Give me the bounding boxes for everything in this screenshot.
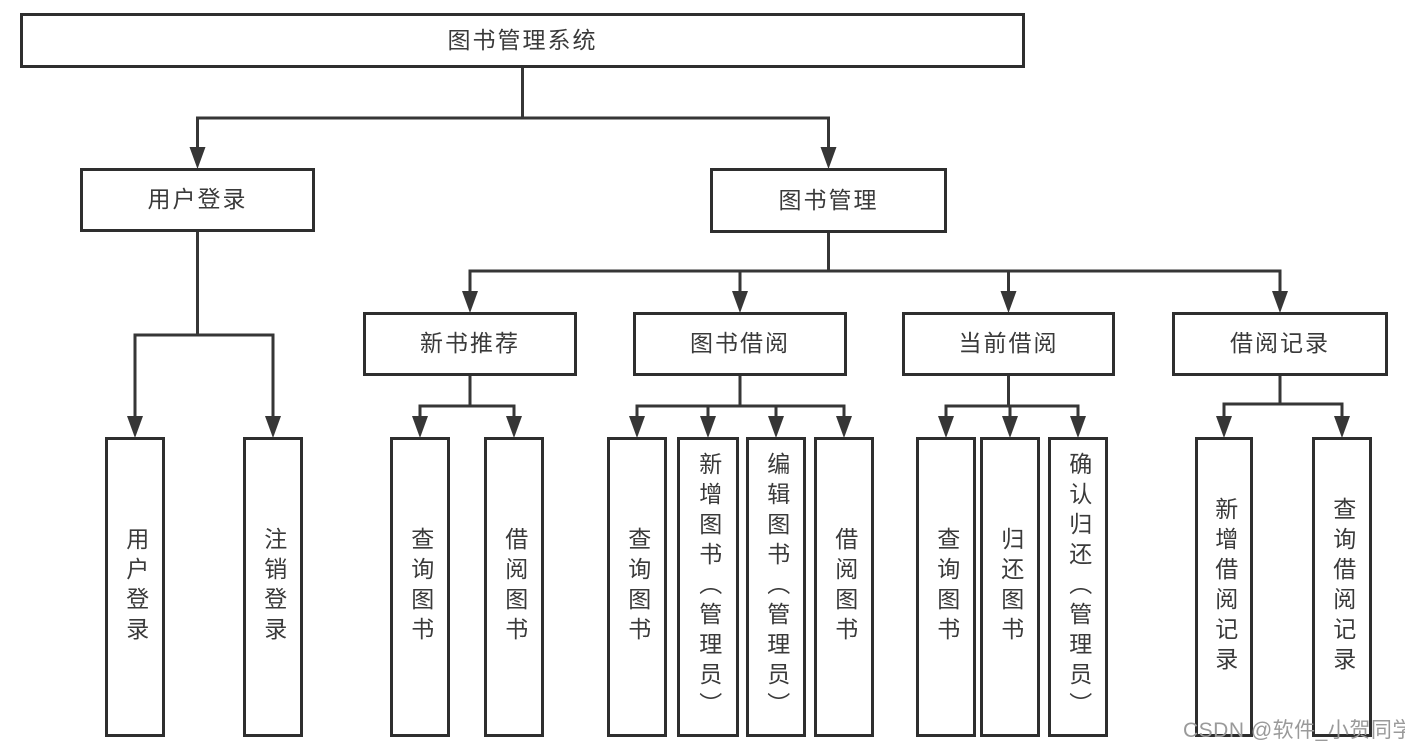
node-leaf-bb-edit: 编辑图书（管理员）: [746, 437, 806, 737]
arrowhead-icon: [820, 147, 837, 169]
arrowhead-icon: [1334, 416, 1350, 438]
node-label-leaf-cb-confirm: 确认归还（管理员）: [1065, 452, 1092, 722]
arrowhead-icon: [1002, 416, 1018, 438]
node-leaf-bb-query: 查询图书: [607, 437, 667, 737]
node-leaf-logout: 注销登录: [243, 437, 303, 737]
node-label-leaf-cb-return: 归还图书: [997, 527, 1024, 647]
node-leaf-bb-add: 新增图书（管理员）: [677, 437, 739, 737]
node-label-leaf-cb-query: 查询图书: [933, 527, 960, 647]
node-label-book-borrow: 图书借阅: [690, 330, 790, 357]
node-label-borrow-records: 借阅记录: [1230, 330, 1330, 357]
node-user-login: 用户登录: [80, 168, 315, 232]
node-borrow-records: 借阅记录: [1172, 312, 1388, 376]
arrowhead-icon: [700, 416, 716, 438]
node-book-borrow: 图书借阅: [633, 312, 847, 376]
node-leaf-nb-borrow: 借阅图书: [484, 437, 544, 737]
node-root: 图书管理系统: [20, 13, 1025, 68]
arrowhead-icon: [265, 416, 281, 438]
arrowhead-icon: [412, 416, 428, 438]
arrowhead-icon: [462, 291, 478, 313]
arrowhead-icon: [1000, 291, 1017, 313]
arrowhead-icon: [732, 291, 748, 313]
arrowhead-icon: [836, 416, 852, 438]
node-label-current-borrow: 当前借阅: [958, 330, 1059, 357]
node-label-book-mgmt: 图书管理: [778, 186, 879, 213]
node-book-mgmt: 图书管理: [710, 168, 947, 233]
arrowhead-icon: [1070, 416, 1086, 438]
node-label-leaf-br-add: 新增借阅记录: [1211, 497, 1238, 677]
arrowhead-icon: [768, 416, 784, 438]
arrowhead-icon: [1216, 416, 1232, 438]
watermark: CSDN @软件_小贺同学: [1183, 719, 1405, 742]
node-leaf-br-query: 查询借阅记录: [1312, 437, 1372, 737]
arrowhead-icon: [1272, 291, 1288, 313]
node-label-leaf-bb-query: 查询图书: [624, 527, 651, 647]
node-leaf-bb-borrow: 借阅图书: [814, 437, 874, 737]
node-label-leaf-nb-query: 查询图书: [407, 527, 434, 647]
node-label-new-book-rec: 新书推荐: [420, 330, 520, 357]
node-label-user-login: 用户登录: [147, 186, 248, 213]
node-label-leaf-br-query: 查询借阅记录: [1329, 497, 1356, 677]
arrowhead-icon: [938, 416, 954, 438]
node-leaf-user-login: 用户登录: [105, 437, 165, 737]
node-leaf-br-add: 新增借阅记录: [1195, 437, 1253, 737]
node-label-leaf-bb-edit: 编辑图书（管理员）: [763, 452, 790, 722]
node-leaf-cb-return: 归还图书: [980, 437, 1040, 737]
node-label-leaf-bb-add: 新增图书（管理员）: [695, 452, 722, 722]
arrowhead-icon: [127, 416, 143, 438]
arrowhead-icon: [189, 147, 206, 169]
node-label-leaf-user-login: 用户登录: [122, 527, 149, 647]
node-new-book-rec: 新书推荐: [363, 312, 577, 376]
node-label-leaf-nb-borrow: 借阅图书: [501, 527, 528, 647]
node-label-root: 图书管理系统: [447, 26, 598, 53]
arrowhead-icon: [629, 416, 645, 438]
node-label-leaf-bb-borrow: 借阅图书: [831, 527, 858, 647]
arrowhead-icon: [506, 416, 522, 438]
node-leaf-cb-query: 查询图书: [916, 437, 976, 737]
node-leaf-cb-confirm: 确认归还（管理员）: [1048, 437, 1108, 737]
node-label-leaf-logout: 注销登录: [260, 527, 287, 647]
node-leaf-nb-query: 查询图书: [390, 437, 450, 737]
node-current-borrow: 当前借阅: [902, 312, 1115, 376]
